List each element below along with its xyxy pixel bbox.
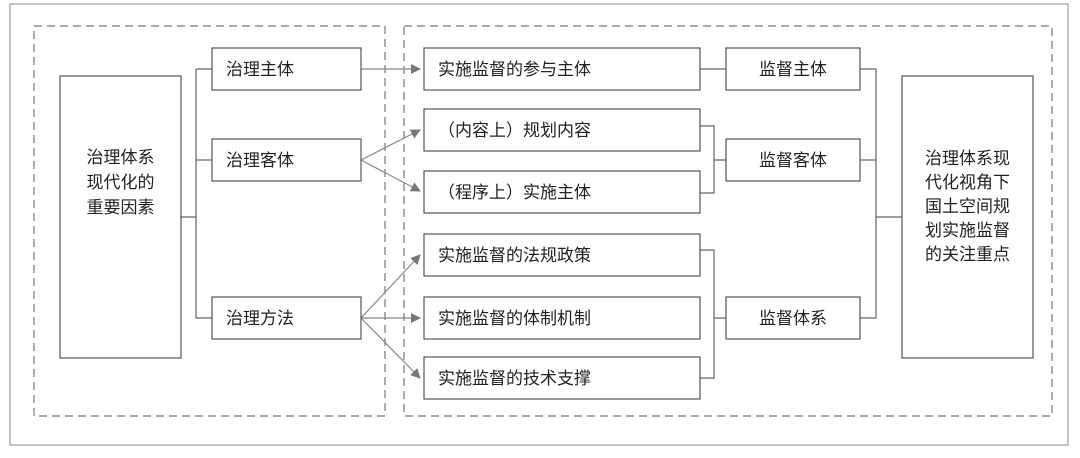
focus-line: 划实施监督 [925, 221, 1010, 241]
governance-box-subject: 治理主体 [211, 47, 362, 91]
arrow-method-to-policies [360, 254, 421, 319]
focus-line: 治理体系现 [925, 149, 1010, 169]
bracket-supervision-system [700, 249, 726, 379]
detail-box-mechanisms: 实施监督的体制机制 [423, 296, 701, 340]
connectors [181, 64, 902, 379]
detail-box-content: （内容上）规划内容 [423, 108, 701, 152]
supervision-box-system: 监督体系 [725, 296, 861, 340]
detail-box-participants: 实施监督的参与主体 [423, 47, 701, 91]
supervision-label: 监督主体 [759, 60, 827, 80]
detail-label: （程序上）实施主体 [438, 183, 591, 203]
focus-line: 国土空间规 [925, 197, 1010, 217]
supervision-box-subject: 监督主体 [725, 47, 861, 91]
left-dashed-group [33, 25, 386, 417]
factors-bracket [181, 68, 212, 319]
arrow-object-to-executors [360, 159, 421, 192]
arrow-method-to-technology [360, 317, 421, 379]
factors-line: 治理体系 [87, 148, 155, 168]
detail-label: 实施监督的参与主体 [438, 60, 591, 80]
detail-box-technology: 实施监督的技术支撑 [423, 356, 701, 400]
arrow-object-to-content [360, 129, 421, 161]
supervision-label: 监督体系 [759, 309, 827, 329]
bracket-supervision-object [700, 125, 726, 194]
governance-label: 治理客体 [226, 151, 294, 171]
focus-line: 的关注重点 [925, 245, 1010, 265]
detail-label: （内容上）规划内容 [438, 121, 591, 141]
governance-box-object: 治理客体 [211, 138, 362, 182]
detail-box-executors: （程序上）实施主体 [423, 170, 701, 214]
governance-label: 治理主体 [226, 60, 294, 80]
factors-box: 治理体系 现代化的 重要因素 [59, 75, 182, 359]
focus-bracket [860, 68, 902, 319]
focus-box: 治理体系现 代化视角下 国土空间规 划实施监督 的关注重点 [901, 75, 1034, 359]
supervision-label: 监督客体 [759, 151, 827, 171]
detail-label: 实施监督的技术支撑 [438, 369, 591, 389]
governance-box-method: 治理方法 [211, 296, 362, 340]
outer-frame [9, 3, 1069, 446]
detail-label: 实施监督的体制机制 [438, 309, 591, 329]
detail-label: 实施监督的法规政策 [438, 246, 591, 266]
governance-label: 治理方法 [226, 309, 294, 329]
detail-box-policies: 实施监督的法规政策 [423, 233, 701, 277]
factors-line: 重要因素 [87, 198, 155, 218]
supervision-box-object: 监督客体 [725, 138, 861, 182]
factors-line: 现代化的 [87, 173, 155, 193]
focus-line: 代化视角下 [925, 173, 1010, 193]
